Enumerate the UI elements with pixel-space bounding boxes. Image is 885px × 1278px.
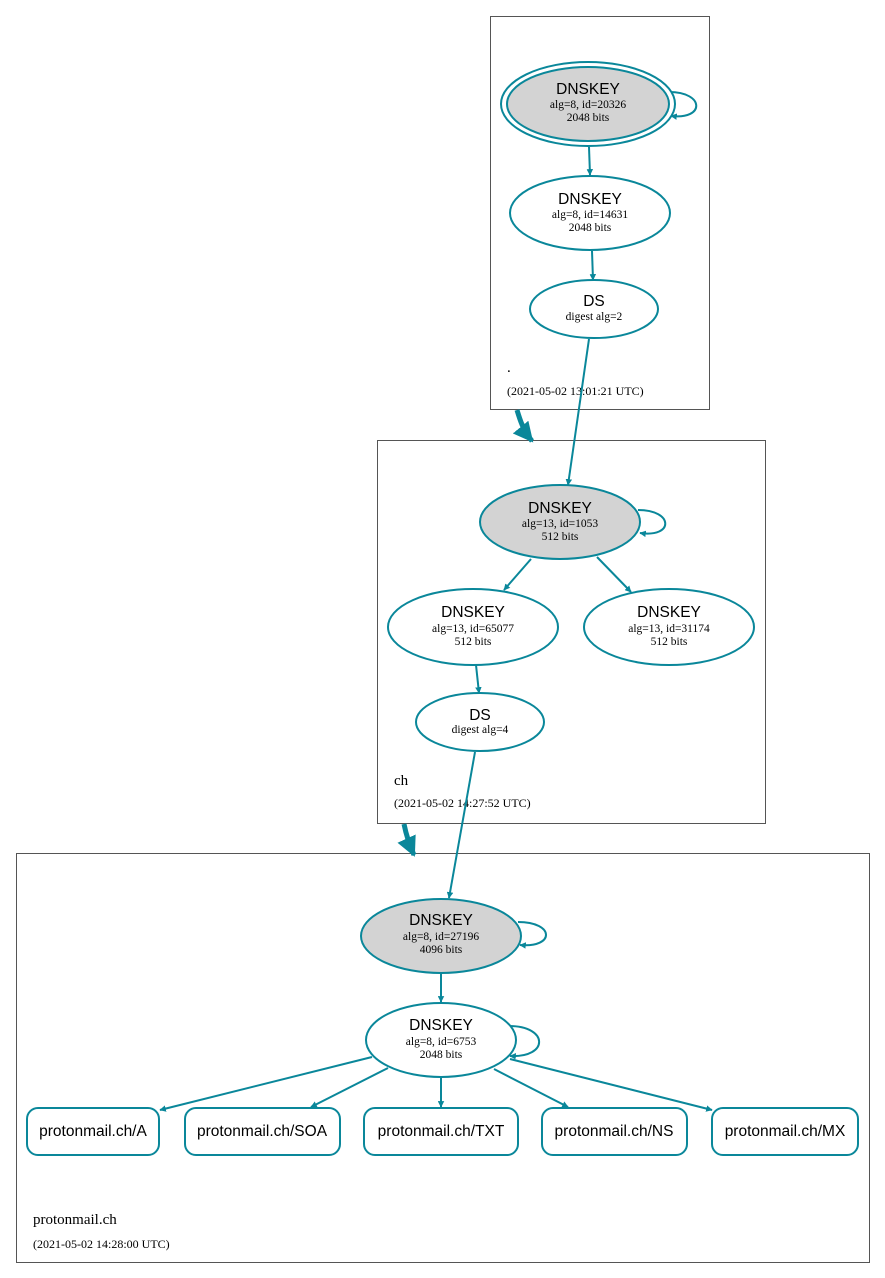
rrset-mx-label: protonmail.ch/MX (725, 1123, 846, 1140)
edge-pm-zsk-self (508, 1025, 540, 1060)
node-ch-zsk-65077-alg: alg=13, id=65077 (432, 623, 514, 635)
node-pm-zsk-alg: alg=8, id=6753 (406, 1036, 477, 1048)
rrset-txt[interactable]: protonmail.ch/TXT (363, 1107, 519, 1156)
node-pm-ksk-alg: alg=8, id=27196 (403, 931, 479, 943)
rrset-soa[interactable]: protonmail.ch/SOA (184, 1107, 341, 1156)
zone-protonmail-name: protonmail.ch (33, 1212, 117, 1228)
edge-pm-zsk-soa (310, 1067, 389, 1108)
edge-pm-zsk-a (159, 1056, 373, 1112)
rrset-txt-label: protonmail.ch/TXT (378, 1123, 505, 1140)
node-ch-ksk-title: DNSKEY (528, 500, 592, 517)
node-pm-zsk-title: DNSKEY (409, 1017, 473, 1034)
node-root-ksk-title: DNSKEY (556, 81, 620, 98)
node-root-ksk-bits: 2048 bits (567, 112, 610, 124)
rrset-a-label: protonmail.ch/A (39, 1123, 147, 1140)
node-pm-zsk[interactable]: DNSKEY alg=8, id=6753 2048 bits (365, 1002, 517, 1078)
node-pm-ksk-title: DNSKEY (409, 912, 473, 929)
node-root-zsk-alg: alg=8, id=14631 (552, 209, 628, 221)
node-ch-ds-digest: digest alg=4 (452, 724, 509, 736)
node-pm-ksk-bits: 4096 bits (420, 944, 463, 956)
node-ch-zsk-31174[interactable]: DNSKEY alg=13, id=31174 512 bits (583, 588, 755, 666)
rrset-ns[interactable]: protonmail.ch/NS (541, 1107, 688, 1156)
node-ch-zsk-31174-alg: alg=13, id=31174 (628, 623, 710, 635)
edge-ch-ds-pm-ksk (446, 751, 476, 899)
delegation-arrow-ch-protonmail (397, 823, 417, 857)
edge-ch-ksk-self (637, 509, 667, 538)
node-ch-ksk-alg: alg=13, id=1053 (522, 518, 598, 530)
rrset-mx[interactable]: protonmail.ch/MX (711, 1107, 859, 1156)
zone-ch-name: ch (394, 773, 409, 789)
edge-pm-zsk-mx (509, 1058, 713, 1112)
node-ch-ds-title: DS (469, 707, 491, 724)
node-root-zsk-bits: 2048 bits (569, 222, 612, 234)
edge-root-zsk-ds (589, 250, 597, 281)
zone-root-name: . (507, 360, 511, 376)
node-pm-zsk-bits: 2048 bits (420, 1049, 463, 1061)
delegation-arrow-root-ch (512, 409, 534, 443)
edge-root-ds-ch-ksk (565, 338, 590, 486)
rrset-a[interactable]: protonmail.ch/A (26, 1107, 160, 1156)
edge-ch-zsk1-ds (475, 664, 482, 694)
node-root-zsk[interactable]: DNSKEY alg=8, id=14631 2048 bits (509, 175, 671, 251)
node-pm-ksk[interactable]: DNSKEY alg=8, id=27196 4096 bits (360, 898, 522, 974)
edges (159, 91, 713, 1112)
rrset-soa-label: protonmail.ch/SOA (197, 1123, 328, 1140)
node-ch-ds[interactable]: DS digest alg=4 (415, 692, 545, 752)
node-root-ds-digest: digest alg=2 (566, 311, 623, 323)
edge-ch-ksk-zsk2 (596, 556, 632, 593)
node-ch-ksk[interactable]: DNSKEY alg=13, id=1053 512 bits (479, 484, 641, 560)
node-root-zsk-title: DNSKEY (558, 191, 622, 208)
zone-root-timestamp: (2021-05-02 13:01:21 UTC) (507, 384, 644, 398)
node-ch-zsk-65077-title: DNSKEY (441, 604, 505, 621)
node-ch-zsk-31174-title: DNSKEY (637, 604, 701, 621)
node-root-ds-title: DS (583, 293, 605, 310)
zone-protonmail-timestamp: (2021-05-02 14:28:00 UTC) (33, 1237, 170, 1251)
edge-ch-ksk-zsk1 (503, 558, 532, 591)
node-ch-zsk-65077[interactable]: DNSKEY alg=13, id=65077 512 bits (387, 588, 559, 666)
node-root-ksk[interactable]: DNSKEY alg=8, id=20326 2048 bits (500, 61, 676, 147)
node-ch-ksk-bits: 512 bits (542, 531, 579, 543)
edge-pm-ksk-self (517, 921, 547, 949)
node-ch-zsk-31174-bits: 512 bits (651, 636, 688, 648)
edge-pm-zsk-ns (493, 1068, 569, 1108)
node-root-ds[interactable]: DS digest alg=2 (529, 279, 659, 339)
rrset-ns-label: protonmail.ch/NS (555, 1123, 674, 1140)
edge-root-ksk-zsk (586, 146, 594, 176)
node-root-ksk-alg: alg=8, id=20326 (550, 99, 626, 111)
node-ch-zsk-65077-bits: 512 bits (455, 636, 492, 648)
edge-root-ksk-self (668, 91, 698, 120)
zone-ch-timestamp: (2021-05-02 14:27:52 UTC) (394, 796, 531, 810)
